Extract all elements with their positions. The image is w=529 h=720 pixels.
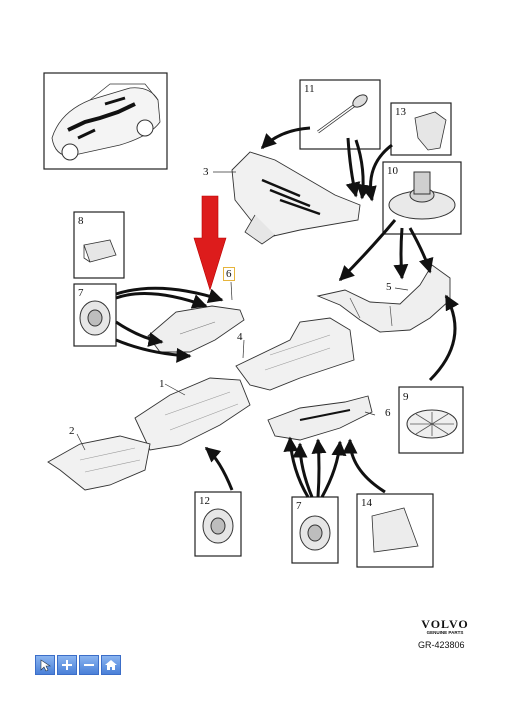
pointer-icon [40,659,51,672]
part-6-bracket-right [267,395,373,441]
callout-6-highlighted: 6 [223,267,235,281]
part-1-shield [134,377,251,451]
home-button[interactable] [101,655,121,675]
box-label-7-left: 7 [78,287,84,299]
callout-5: 5 [386,281,392,293]
home-icon [105,660,117,670]
detail-box-14 [356,493,434,568]
box-label-13: 13 [395,106,406,118]
part-4-shield [235,317,355,391]
callout-6-right: 6 [385,407,391,419]
highlight-arrow [193,195,227,292]
detail-box-12 [194,491,242,557]
volvo-logo-text: VOLVO [421,617,469,631]
part-5-bracket [316,264,451,333]
genuine-parts-text: GENUINE PARTS [426,630,464,635]
leader-lines [76,171,409,451]
detail-box-9 [398,386,464,454]
box-label-7-bottom: 7 [296,500,302,512]
detail-box-10 [382,161,462,235]
part-2-shield [47,435,151,491]
zoom-in-button[interactable] [57,655,77,675]
detail-box-7-left [73,283,117,347]
callout-1: 1 [159,378,165,390]
vehicle-overview [43,72,168,170]
detail-box-11 [299,79,381,150]
reference-code: GR-423806 [418,640,465,650]
box-label-10: 10 [387,165,398,177]
detail-box-13 [390,102,452,156]
pointer-button[interactable] [35,655,55,675]
part-6-shield [147,305,245,353]
callout-2: 2 [69,425,75,437]
box-label-8: 8 [78,215,84,227]
reference-arrows [115,126,460,498]
callout-4: 4 [237,331,243,343]
detail-box-8 [73,211,125,279]
box-label-11: 11 [304,83,315,95]
box-label-12: 12 [199,495,210,507]
callout-3: 3 [203,166,209,178]
zoom-out-button[interactable] [79,655,99,675]
part-3-shield [231,151,361,245]
zoom-toolbar [35,655,121,675]
zoom-in-icon [62,660,72,670]
box-label-14: 14 [361,497,372,509]
box-label-9: 9 [403,391,409,403]
detail-box-7-bottom [291,496,339,564]
zoom-out-icon [84,664,94,666]
